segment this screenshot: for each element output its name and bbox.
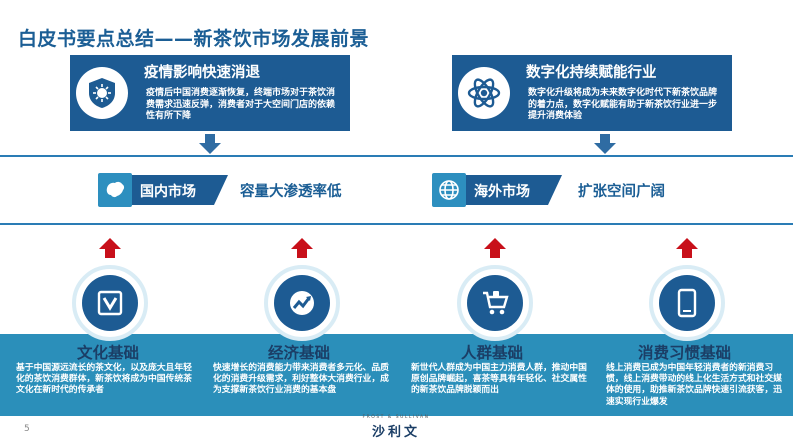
growth-chart-icon bbox=[274, 275, 330, 331]
market-label: 海外市场 bbox=[474, 184, 530, 200]
market-aside: 扩张空间广阔 bbox=[578, 184, 665, 200]
up-arrow-icon bbox=[484, 238, 506, 258]
foundation-desc: 线上消费已成为中国年轻消费者的新消费习惯，线上消费带动的线上化生活方式和社交媒体… bbox=[606, 363, 782, 407]
foundation-icon-circle bbox=[264, 265, 340, 341]
down-arrow-icon bbox=[199, 134, 221, 154]
virus-shield-icon bbox=[76, 67, 128, 119]
foundation-heading: 人群基础 bbox=[461, 344, 524, 362]
divider-line-top bbox=[0, 155, 793, 157]
foundation-heading: 经济基础 bbox=[268, 344, 331, 362]
foundation-icon-circle bbox=[72, 265, 148, 341]
top-card-desc: 疫情后中国消费逐渐恢复，终端市场对于茶饮消费需求迅速反弹，消费者对于大空间门店的… bbox=[146, 88, 336, 121]
page-title: 白皮书要点总结——新茶饮市场发展前景 bbox=[18, 28, 370, 50]
page-number: 5 bbox=[24, 424, 30, 434]
globe-icon bbox=[432, 173, 466, 207]
top-card-heading: 疫情影响快速消退 bbox=[144, 65, 260, 81]
market-aside: 容量大渗透率低 bbox=[240, 184, 342, 200]
foundation-icon-circle bbox=[649, 265, 725, 341]
divider-line-bottom bbox=[0, 223, 793, 225]
shopping-cart-icon bbox=[467, 275, 523, 331]
down-arrow-icon bbox=[594, 134, 616, 154]
culture-badge-icon bbox=[82, 275, 138, 331]
market-label: 国内市场 bbox=[140, 184, 196, 200]
top-card-digital: 数字化持续赋能行业 数字化升级将成为未来数字化时代下新茶饮品牌的着力点，数字化赋… bbox=[452, 55, 732, 131]
logo-english: FROST & SULLIVAN bbox=[362, 415, 430, 420]
market-overseas: 海外市场 扩张空间广阔 bbox=[432, 173, 762, 207]
foundation-heading: 消费习惯基础 bbox=[638, 344, 732, 362]
china-map-icon bbox=[98, 173, 132, 207]
top-card-heading: 数字化持续赋能行业 bbox=[526, 65, 657, 81]
foundation-heading: 文化基础 bbox=[77, 344, 140, 362]
up-arrow-icon bbox=[291, 238, 313, 258]
top-card-pandemic: 疫情影响快速消退 疫情后中国消费逐渐恢复，终端市场对于茶饮消费需求迅速反弹，消费… bbox=[70, 55, 350, 131]
market-domestic: 国内市场 容量大渗透率低 bbox=[98, 173, 428, 207]
company-logo: FROST & SULLIVAN 沙利文 bbox=[346, 415, 446, 440]
logo-chinese: 沙利文 bbox=[371, 425, 420, 440]
up-arrow-icon bbox=[99, 238, 121, 258]
foundation-desc: 基于中国源远流长的茶文化，以及庞大且年轻化的茶饮消费群体，新茶饮将成为中国传统茶… bbox=[16, 363, 192, 396]
mobile-phone-icon bbox=[659, 275, 715, 331]
foundation-desc: 快速增长的消费能力带来消费者多元化、品质化的消费升级需求，利好整体大消费行业，成… bbox=[213, 363, 389, 396]
foundation-icon-circle bbox=[457, 265, 533, 341]
top-card-desc: 数字化升级将成为未来数字化时代下新茶饮品牌的着力点，数字化赋能有助于新茶饮行业进… bbox=[528, 88, 718, 121]
top-card-icon-box bbox=[70, 55, 134, 131]
foundation-band bbox=[0, 334, 793, 416]
foundation-desc: 新世代人群成为中国主力消费人群，推动中国原创品牌崛起，喜茶等具有年轻化、社交属性… bbox=[411, 363, 587, 396]
up-arrow-icon bbox=[676, 238, 698, 258]
top-card-icon-box bbox=[452, 55, 516, 131]
atom-icon bbox=[458, 67, 510, 119]
